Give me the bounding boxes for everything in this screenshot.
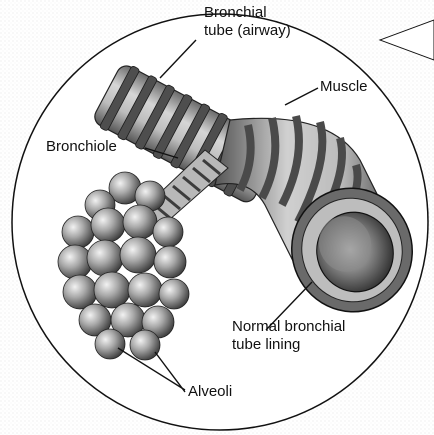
label-bronchial-tube: Bronchial tube (airway): [204, 4, 291, 40]
label-muscle: Muscle: [320, 78, 368, 96]
label-bronchial-tube-line2: tube (airway): [204, 22, 291, 40]
label-normal-lining-line2: tube lining: [232, 336, 345, 354]
label-alveoli: Alveoli: [188, 383, 232, 401]
label-bronchial-tube-line1: Bronchial: [204, 4, 291, 22]
label-normal-lining-line1: Normal bronchial: [232, 318, 345, 336]
label-bronchiole: Bronchiole: [46, 138, 117, 156]
label-normal-lining: Normal bronchial tube lining: [232, 318, 345, 354]
